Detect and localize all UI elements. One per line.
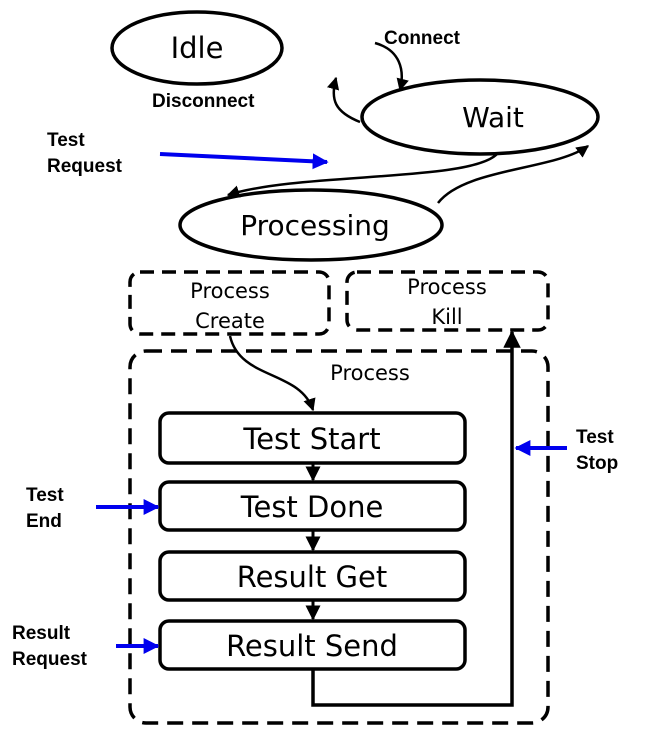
wait-to-processing-arrow: [226, 153, 498, 198]
step-label: Test Start: [242, 422, 380, 456]
step-result-get: Result Get: [158, 550, 467, 602]
wait-state: Wait: [360, 78, 600, 156]
step-label: Result Send: [226, 629, 398, 663]
step-test-start: Test Start: [158, 411, 467, 465]
test-end-label-line1: Test: [26, 485, 64, 506]
process-create-line1: Process: [190, 279, 270, 303]
connect-arrow: [374, 41, 409, 92]
process-kill-line2: Kill: [431, 305, 462, 329]
process-container: Process: [128, 349, 550, 725]
test-stop-label-line2: Stop: [576, 453, 618, 474]
process-create-box: Process Create: [128, 270, 331, 336]
test-stop-label-line1: Test: [576, 427, 614, 448]
processing-label: Processing: [240, 209, 390, 242]
test-stop-input: Test Stop: [514, 427, 618, 474]
test-request-label-line2: Request: [47, 156, 123, 177]
send-to-kill-arrow: [311, 330, 521, 707]
wait-label: Wait: [462, 101, 524, 134]
processing-state: Processing: [178, 188, 444, 262]
test-request-label-line1: Test: [47, 130, 85, 151]
step-label: Test Done: [240, 490, 384, 524]
idle-label: Idle: [171, 31, 224, 65]
process-label: Process: [330, 361, 410, 385]
test-end-label-line2: End: [26, 511, 62, 532]
result-request-input: Result Request: [12, 623, 160, 670]
connect-label: Connect: [384, 28, 461, 49]
process-kill-box: Process Kill: [345, 270, 550, 332]
step-test-done: Test Done: [158, 480, 467, 532]
process-create-line2: Create: [195, 309, 265, 333]
step-label: Result Get: [237, 560, 388, 594]
test-end-input: Test End: [26, 485, 160, 532]
disconnect-arrow: [327, 76, 361, 124]
result-request-label-line2: Request: [12, 649, 88, 670]
processing-to-wait-arrow: [437, 144, 590, 204]
step-result-send: Result Send: [158, 619, 467, 671]
disconnect-label: Disconnect: [152, 91, 255, 112]
result-request-label-line1: Result: [12, 623, 71, 644]
process-kill-line1: Process: [407, 275, 487, 299]
create-to-start-arrow: [228, 335, 316, 412]
test-request-input: Test Request: [47, 130, 329, 177]
test-request-arrow: [159, 152, 329, 170]
idle-state: Idle: [110, 10, 284, 86]
